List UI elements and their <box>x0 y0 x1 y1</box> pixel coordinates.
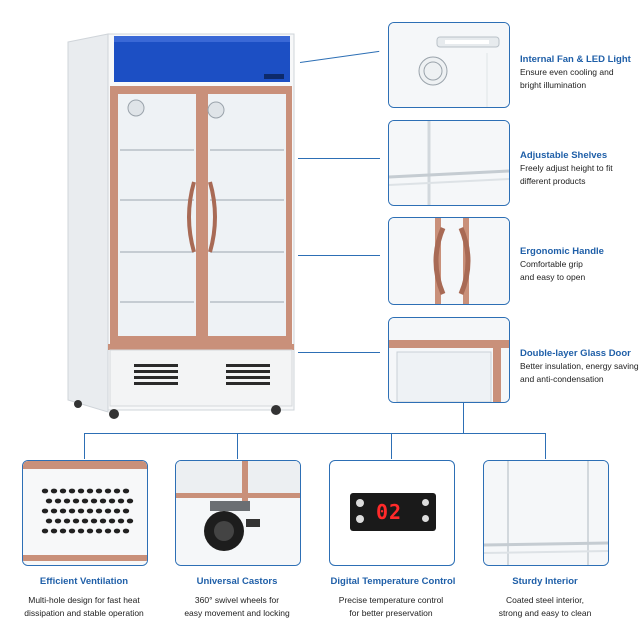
vent-hole <box>90 518 98 524</box>
vent-hole <box>108 518 116 524</box>
feature-title: Digital Temperature Control <box>330 576 456 587</box>
digital-controller: 02 <box>350 493 436 531</box>
vent-hole <box>117 498 125 504</box>
connector-line <box>463 403 464 433</box>
vent-hole <box>113 508 121 514</box>
feature-description: Coated steel interior,strong and easy to… <box>498 595 592 618</box>
vent-hole <box>54 518 62 524</box>
vent-hole <box>77 528 85 534</box>
vent-hole <box>54 498 62 504</box>
vent-hole <box>90 498 98 504</box>
vent-hole <box>72 498 80 504</box>
vent-hole <box>122 528 130 534</box>
vent-hole <box>122 488 130 494</box>
vent-hole <box>77 488 85 494</box>
feature-title: Universal Castors <box>196 576 278 587</box>
controller-button <box>356 499 364 507</box>
feature-title: Double-layer Glass Door <box>520 348 631 359</box>
vent-hole <box>45 518 53 524</box>
vent-hole <box>59 488 67 494</box>
ventilation-thumbnail <box>22 460 148 566</box>
vent-hole <box>113 488 121 494</box>
vent-hole <box>81 518 89 524</box>
vent-hole <box>108 498 116 504</box>
vent-hole <box>126 498 134 504</box>
controller-button <box>356 515 364 523</box>
vent-hole <box>113 528 121 534</box>
vent-hole <box>99 518 107 524</box>
vent-hole <box>50 508 58 514</box>
vent-hole <box>72 518 80 524</box>
feature-title: Ergonomic Handle <box>520 246 604 257</box>
vent-hole <box>95 528 103 534</box>
vent-hole <box>50 528 58 534</box>
connector-line <box>298 352 380 353</box>
vent-hole <box>104 488 112 494</box>
connector-line <box>545 433 546 459</box>
vent-hole <box>104 508 112 514</box>
vent-hole <box>86 508 94 514</box>
vent-hole <box>81 498 89 504</box>
vent-hole <box>50 488 58 494</box>
handle-thumbnail <box>388 217 510 305</box>
vent-hole <box>59 528 67 534</box>
vent-hole <box>41 528 49 534</box>
vent-hole <box>86 528 94 534</box>
vent-hole <box>122 508 130 514</box>
interior-thumbnail <box>483 460 609 566</box>
temperature-display: 02 <box>376 500 403 524</box>
vent-hole <box>95 488 103 494</box>
vent-hole <box>117 518 125 524</box>
vent-hole <box>41 508 49 514</box>
fridge-illustration <box>64 32 298 422</box>
vent-hole <box>104 528 112 534</box>
vent-hole <box>86 488 94 494</box>
controller-button <box>422 499 429 506</box>
connector-line <box>299 50 380 63</box>
vent-hole <box>77 508 85 514</box>
feature-title: Adjustable Shelves <box>520 150 608 161</box>
vent-hole <box>63 518 71 524</box>
glass-door-thumbnail <box>388 317 510 403</box>
feature-title: Efficient Ventilation <box>39 576 129 587</box>
connector-line <box>298 158 380 159</box>
connector-line <box>298 255 380 256</box>
connector-line <box>84 433 545 434</box>
fan-led-thumbnail <box>388 22 510 108</box>
controller-button <box>422 515 429 522</box>
vent-hole <box>63 498 71 504</box>
connector-line <box>391 433 392 459</box>
feature-title: Sturdy Interior <box>512 576 578 587</box>
shelves-thumbnail <box>388 120 510 206</box>
vent-hole <box>95 508 103 514</box>
connector-line <box>237 433 238 459</box>
vent-hole <box>68 508 76 514</box>
vent-hole <box>99 498 107 504</box>
vent-hole <box>41 488 49 494</box>
vent-hole <box>59 508 67 514</box>
vent-hole <box>126 518 134 524</box>
vent-hole <box>68 528 76 534</box>
vent-hole <box>45 498 53 504</box>
feature-title: Internal Fan & LED Light <box>520 54 631 65</box>
connector-line <box>84 433 85 459</box>
temperature-control-thumbnail: 02 <box>329 460 455 566</box>
castors-thumbnail <box>175 460 301 566</box>
vent-hole <box>68 488 76 494</box>
